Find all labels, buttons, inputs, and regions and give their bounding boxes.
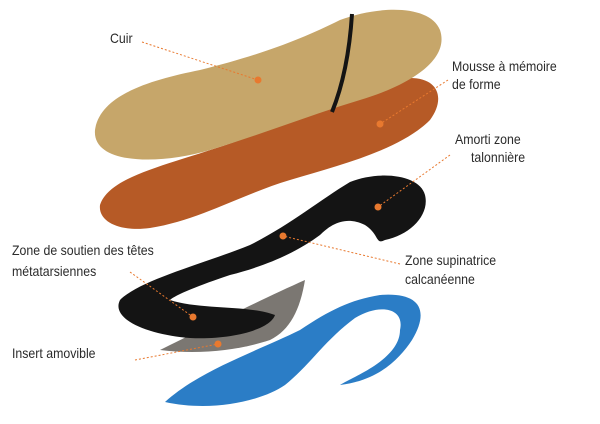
- black-support-layer: [118, 175, 426, 339]
- label-supinatrice-1: Zone supinatrice: [405, 252, 497, 268]
- label-amorti-2: talonnière: [471, 149, 526, 165]
- label-insert: Insert amovible: [12, 345, 96, 361]
- marker-dots: [189, 76, 384, 348]
- leather-stitch-line: [330, 13, 354, 113]
- label-soutien-2: métatarsiennes: [12, 263, 97, 279]
- blue-heel-cup-layer: [165, 294, 421, 406]
- label-cuir: Cuir: [110, 30, 133, 46]
- label-supinatrice-2: calcanéenne: [405, 271, 475, 287]
- leather-top-layer: [94, 9, 442, 160]
- foam-layer: [99, 78, 439, 229]
- label-soutien-1: Zone de soutien des têtes: [12, 242, 154, 258]
- label-amorti-1: Amorti zone: [455, 131, 521, 147]
- label-mousse-2: de forme: [452, 76, 501, 92]
- label-mousse-1: Mousse à mémoire: [452, 58, 557, 74]
- leader-lines: [129, 41, 451, 361]
